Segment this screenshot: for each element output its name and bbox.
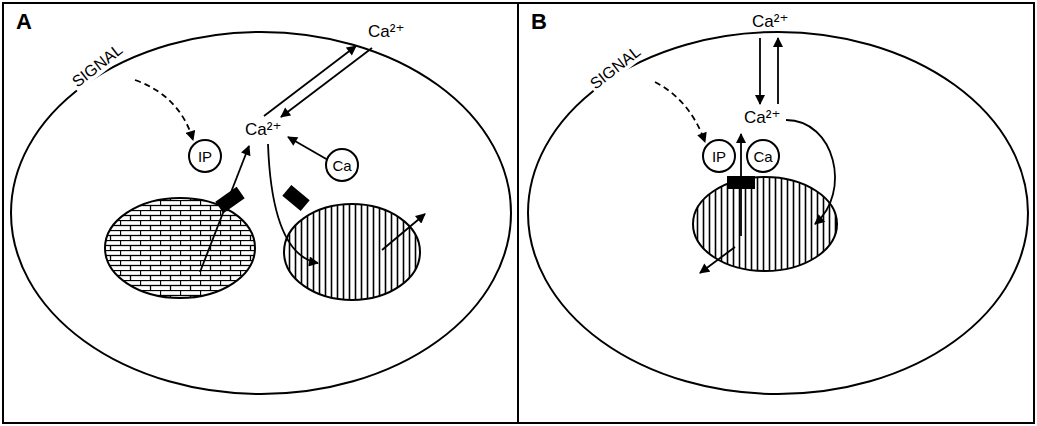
- ion-label: Ca²⁺: [366, 23, 406, 42]
- ion-label: Ca²⁺: [742, 109, 782, 128]
- panel-frame: A IP Ca: [2, 2, 519, 424]
- signal-arrow: [135, 80, 193, 140]
- influx-arrow: [759, 38, 761, 104]
- efflux-arrow: [264, 46, 356, 116]
- ion-label: Ca²⁺: [750, 13, 790, 32]
- release-arrow: [740, 134, 742, 236]
- signal-label: SIGNAL: [67, 40, 127, 92]
- signal-arrow: [655, 82, 705, 142]
- influx-arrow: [281, 48, 372, 117]
- channel-block: [282, 185, 309, 211]
- exit-arrow: [382, 214, 425, 250]
- messenger-circle: IP: [702, 139, 736, 173]
- circle-text: IP: [712, 149, 726, 164]
- channel-block: [215, 187, 244, 213]
- release-arrow: [288, 137, 328, 160]
- exit-arrow: [700, 247, 735, 273]
- uptake-arrow: [786, 120, 835, 224]
- striped-organelle: [284, 204, 420, 300]
- signal-label: SIGNAL: [585, 42, 645, 94]
- panel-letter: A: [16, 9, 32, 35]
- sensor-circle: Ca: [325, 148, 359, 182]
- uptake-arrow: [268, 144, 318, 263]
- messenger-circle: IP: [188, 139, 222, 173]
- circle-text: Ca: [332, 158, 351, 173]
- cell-outline: [528, 32, 1028, 394]
- panel-letter: B: [531, 9, 547, 35]
- circle-text: Ca: [753, 149, 772, 164]
- panel-frame: B IP Ca: [517, 2, 1035, 424]
- efflux-arrow: [777, 38, 779, 104]
- ion-label: Ca²⁺: [243, 121, 283, 140]
- cell-outline: [11, 32, 511, 394]
- circle-text: IP: [198, 149, 212, 164]
- sensor-circle: Ca: [746, 139, 780, 173]
- brick-organelle: [105, 198, 255, 298]
